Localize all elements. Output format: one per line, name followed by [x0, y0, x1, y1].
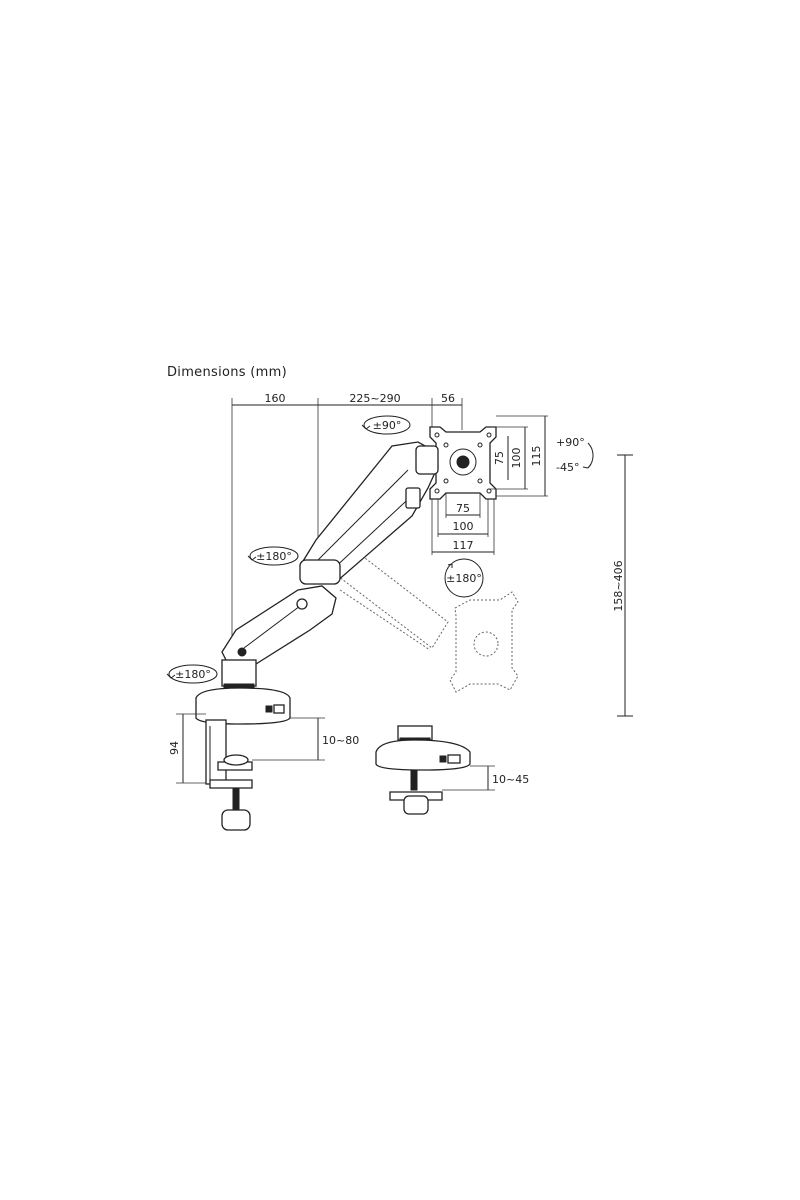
- ghost-arm-position: [329, 547, 519, 693]
- desk-clamp: [205, 719, 253, 831]
- vesa-horizontal-dims: [431, 493, 495, 555]
- top-dimension-lines: [231, 398, 463, 640]
- label-elbow-rotate: ±180°: [256, 550, 292, 563]
- dim-vesa-75-vertical: 75: [493, 451, 506, 465]
- vesa-vertical-dims: [490, 415, 548, 497]
- lower-arm: [221, 559, 341, 682]
- dim-vesa-100-horizontal: 100: [453, 520, 474, 533]
- height-dimension: [617, 454, 633, 717]
- dim-grommet-range: 10~45: [492, 773, 529, 786]
- label-tilt-down: -45°: [556, 461, 579, 474]
- dim-plate-offset: 56: [441, 392, 455, 405]
- dim-reach-inner: 160: [265, 392, 286, 405]
- head-swivel-badge: [361, 415, 411, 435]
- dim-clamp-range: 10~80: [322, 734, 359, 747]
- dim-plate-115: 115: [530, 446, 543, 467]
- base-rotate-badge: [166, 664, 218, 684]
- dim-plate-117: 117: [453, 539, 474, 552]
- upper-arm: [299, 441, 439, 585]
- clamp-height-dim: [176, 713, 206, 784]
- grommet-range-dim: [442, 765, 495, 791]
- dim-vesa-100-vertical: 100: [510, 448, 523, 469]
- plate-rotate-badge: [444, 558, 484, 598]
- vesa-plate: [429, 426, 497, 500]
- dim-vesa-75-horizontal: 75: [456, 502, 470, 515]
- dim-clamp-height: 94: [168, 741, 181, 755]
- label-plate-rotate: ±180°: [446, 572, 482, 585]
- diagram-title: Dimensions (mm): [167, 365, 287, 380]
- label-head-swivel: ±90°: [373, 419, 402, 432]
- tilt-arrow: [582, 442, 594, 469]
- label-tilt-up: +90°: [556, 436, 585, 449]
- clamp-range-dim: [252, 717, 325, 761]
- dim-height-range: 158~406: [612, 560, 625, 611]
- label-base-rotate: ±180°: [175, 668, 211, 681]
- dim-reach-arm: 225~290: [349, 392, 400, 405]
- elbow-rotate-badge: [247, 546, 299, 566]
- grommet-mount: [375, 725, 471, 815]
